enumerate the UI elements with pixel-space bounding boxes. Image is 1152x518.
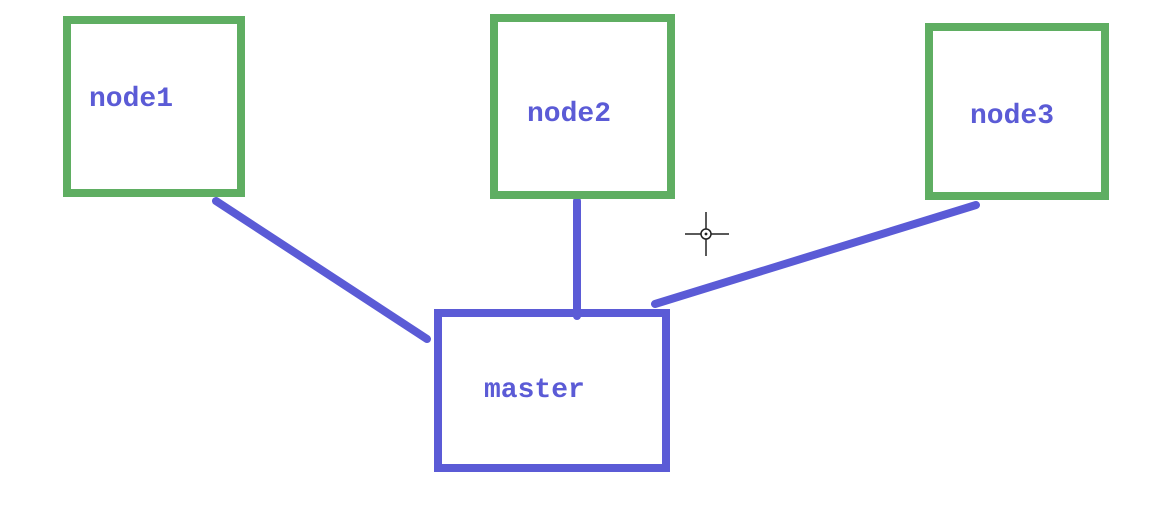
node3-box[interactable] [925, 23, 1109, 200]
node3-box-group[interactable]: node3 [925, 23, 1109, 200]
master-label: master [484, 375, 585, 406]
master-box[interactable] [434, 309, 670, 472]
node1-box[interactable] [63, 16, 245, 197]
node1-box-group[interactable]: node1 [63, 16, 245, 197]
node3-label: node3 [970, 101, 1054, 132]
node2-label: node2 [527, 99, 611, 130]
node1-label: node1 [89, 84, 173, 115]
node2-box[interactable] [490, 14, 675, 199]
node2-box-group[interactable]: node2 [490, 14, 675, 199]
master-box-group[interactable]: master [434, 309, 670, 472]
edge-node3-master [651, 201, 980, 308]
crosshair-cursor-icon [685, 212, 729, 256]
edge-node1-master [212, 197, 431, 343]
